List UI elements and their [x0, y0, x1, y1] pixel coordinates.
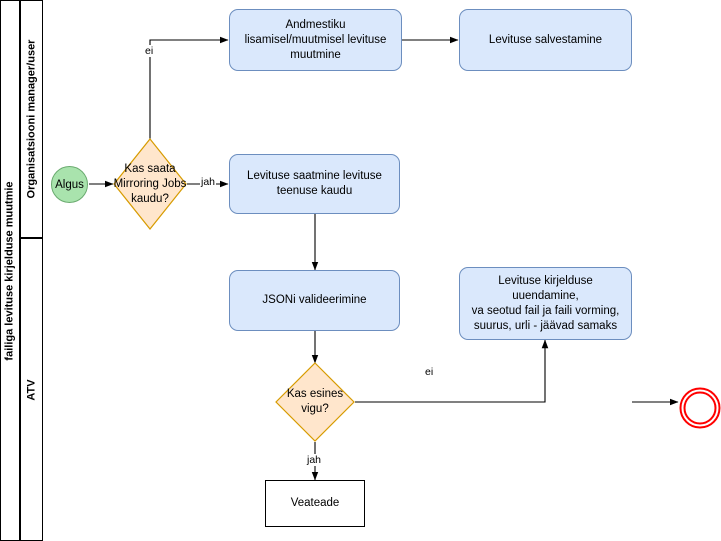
decision-error-line-1: vigu?	[301, 403, 329, 415]
decision-mirroring-line-2: kaudu?	[131, 192, 169, 205]
update-description-line-2: va seotud fail ja faili vorming,	[471, 304, 620, 317]
node-update-description[interactable]: Levituse kirjelduse uuendamine, va seotu…	[459, 267, 632, 340]
dataset-change-line-0: Andmestiku	[285, 18, 346, 31]
edge-label-mirroring-yes: jah	[200, 176, 217, 188]
dataset-change-line-1: lisamisel/muutmisel levituse	[244, 33, 387, 46]
edge-label-error-no: ei	[424, 366, 435, 378]
send-via-service-line-0: Levituse saatmine levituse	[247, 170, 382, 182]
node-decision-error[interactable]: Kas esines vigu?	[275, 362, 355, 442]
end-double-circle-icon	[679, 387, 721, 429]
node-decision-mirroring[interactable]: Kas saata Mirroring Jobs kaudu?	[113, 138, 187, 230]
node-json-validation[interactable]: JSONi valideerimine	[229, 270, 400, 331]
node-start[interactable]: Algus	[51, 166, 88, 203]
node-dataset-change[interactable]: Andmestiku lisamisel/muutmisel levituse …	[229, 9, 402, 71]
update-description-line-0: Levituse kirjelduse	[498, 274, 593, 287]
node-start-label: Algus	[55, 178, 84, 191]
error-message-line-0: Veateade	[290, 497, 340, 509]
node-save-distribution[interactable]: Levituse salvestamine	[459, 9, 632, 71]
swimlane-row-organisatsiooni-manager-user: Organisatsiooni manager/user	[20, 0, 43, 238]
edge-decision-no-to-dataset	[149, 36, 229, 139]
save-distribution-line-0: Levituse salvestamine	[488, 33, 603, 46]
update-description-line-1: uuendamine,	[512, 289, 579, 302]
node-decision-error-text: Kas esines vigu?	[275, 362, 355, 442]
update-description-line-3: suurus, urli - jäävad samaks	[473, 319, 618, 332]
diamond-shape	[113, 138, 187, 230]
node-end[interactable]	[679, 387, 721, 429]
swimlane-row-atv: ATV	[20, 238, 43, 541]
dataset-change-line-2: muutmine	[290, 48, 341, 61]
node-error-message[interactable]: Veateade	[265, 480, 365, 527]
swimlane-column: Organisatsiooni manager/user ATV	[20, 0, 43, 541]
edge-error-no-to-update	[355, 339, 549, 403]
decision-error-line-0: Kas esines	[286, 388, 344, 400]
diamond-shape	[275, 362, 355, 442]
swimlane-row-label-0: Organisatsiooni manager/user	[25, 39, 38, 199]
node-decision-mirroring-text: Kas saata Mirroring Jobs kaudu?	[113, 138, 187, 230]
decision-mirroring-line-0: Kas saata	[124, 162, 176, 175]
decision-mirroring-line-1: Mirroring Jobs	[113, 177, 187, 190]
edge-label-error-yes: jah	[306, 454, 323, 466]
node-send-via-service[interactable]: Levituse saatmine levituse teenuse kaudu	[229, 154, 400, 214]
swimlane-outer-title: failiga levituse kirjelduse muutmie	[0, 0, 20, 541]
json-validation-line-0: JSONi valideerimine	[262, 294, 367, 306]
swimlane-outer-label: failiga levituse kirjelduse muutmie	[4, 180, 16, 361]
swimlane-row-label-1: ATV	[25, 378, 38, 401]
edge-label-mirroring-no: ei	[144, 45, 155, 57]
send-via-service-line-1: teenuse kaudu	[276, 185, 353, 197]
